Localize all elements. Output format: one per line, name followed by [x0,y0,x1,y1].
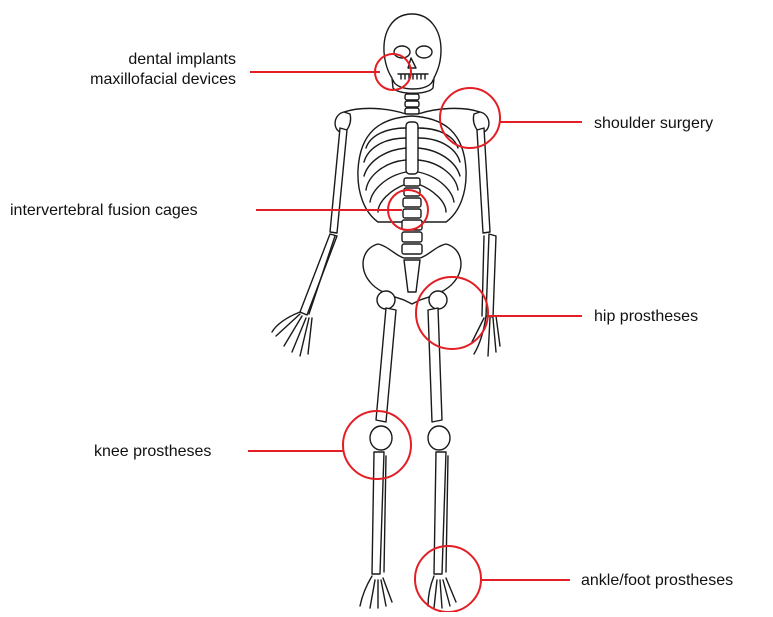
right-eye-socket [416,46,432,58]
right-fibula [446,456,448,572]
neck-vertebra [405,108,419,114]
vertebra [403,209,421,218]
hip-label: hip prostheses [594,307,698,327]
right-tibia [434,452,446,574]
right-femur [428,308,442,422]
right-hip-socket [429,291,447,309]
left-humerus [330,128,347,233]
vertebra [402,220,422,230]
shoulder-highlight-circle [440,88,500,148]
spine-label: intervertebral fusion cages [10,201,198,221]
left-hip-socket [377,291,395,309]
left-fibula [384,456,386,572]
left-clavicle [344,108,406,114]
right-forearm-ulna [482,236,484,316]
vertebra [404,178,420,186]
hip-highlight-circle [416,277,488,349]
knee-label: knee prostheses [94,442,211,462]
skeleton-bones [272,14,500,608]
vertebra [402,244,422,254]
dental-label-line2: maxillofacial devices [40,70,236,90]
left-hand [272,312,312,356]
dental-label-line1: dental implants [40,50,236,70]
right-foot [428,576,456,608]
neck-vertebra [405,101,419,107]
vertebra [403,198,421,207]
ankle-highlight-circle [415,546,481,612]
left-foot [360,576,392,608]
sternum [406,122,418,174]
ankle-label: ankle/foot prostheses [581,571,733,591]
right-clavicle [418,108,480,114]
left-femur [376,308,396,422]
left-tibia [372,452,384,574]
right-knee [428,426,450,450]
shoulder-label: shoulder surgery [594,114,713,134]
left-forearm-ulna [309,236,335,314]
neck-vertebra [405,94,419,100]
vertebra [402,232,422,242]
left-knee [370,426,392,450]
dental-label: dental implants maxillofacial devices [40,50,236,90]
